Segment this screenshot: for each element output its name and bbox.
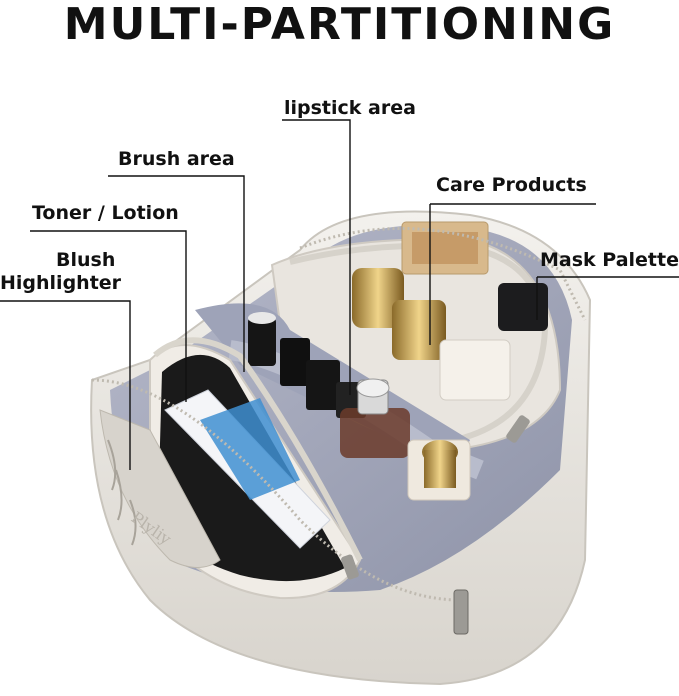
label-care-products: Care Products	[436, 174, 587, 196]
label-blush: Blush	[56, 249, 116, 271]
lipstick-2	[280, 338, 310, 386]
label-lipstick-area: lipstick area	[284, 97, 416, 119]
zipper-pull	[453, 589, 469, 635]
brush-leader	[108, 175, 245, 372]
toner-leader	[30, 230, 187, 402]
care-bottle	[352, 268, 404, 328]
page-title: MULTI-PARTITIONING	[63, 0, 616, 50]
label-brush-area: Brush area	[118, 148, 235, 170]
label-mask-palette: Mask Palette	[540, 249, 679, 271]
perfume-bottle	[340, 408, 410, 458]
outer-zipper	[91, 378, 461, 602]
lipstick-3	[306, 360, 340, 410]
lipstick-1	[248, 318, 276, 366]
label-highlighter: Highlighter	[0, 272, 122, 294]
lipstick-leader	[282, 119, 351, 395]
label-toner-lotion: Toner / Lotion	[32, 202, 179, 224]
callout-lines	[0, 119, 679, 470]
blush-leader	[0, 300, 131, 470]
